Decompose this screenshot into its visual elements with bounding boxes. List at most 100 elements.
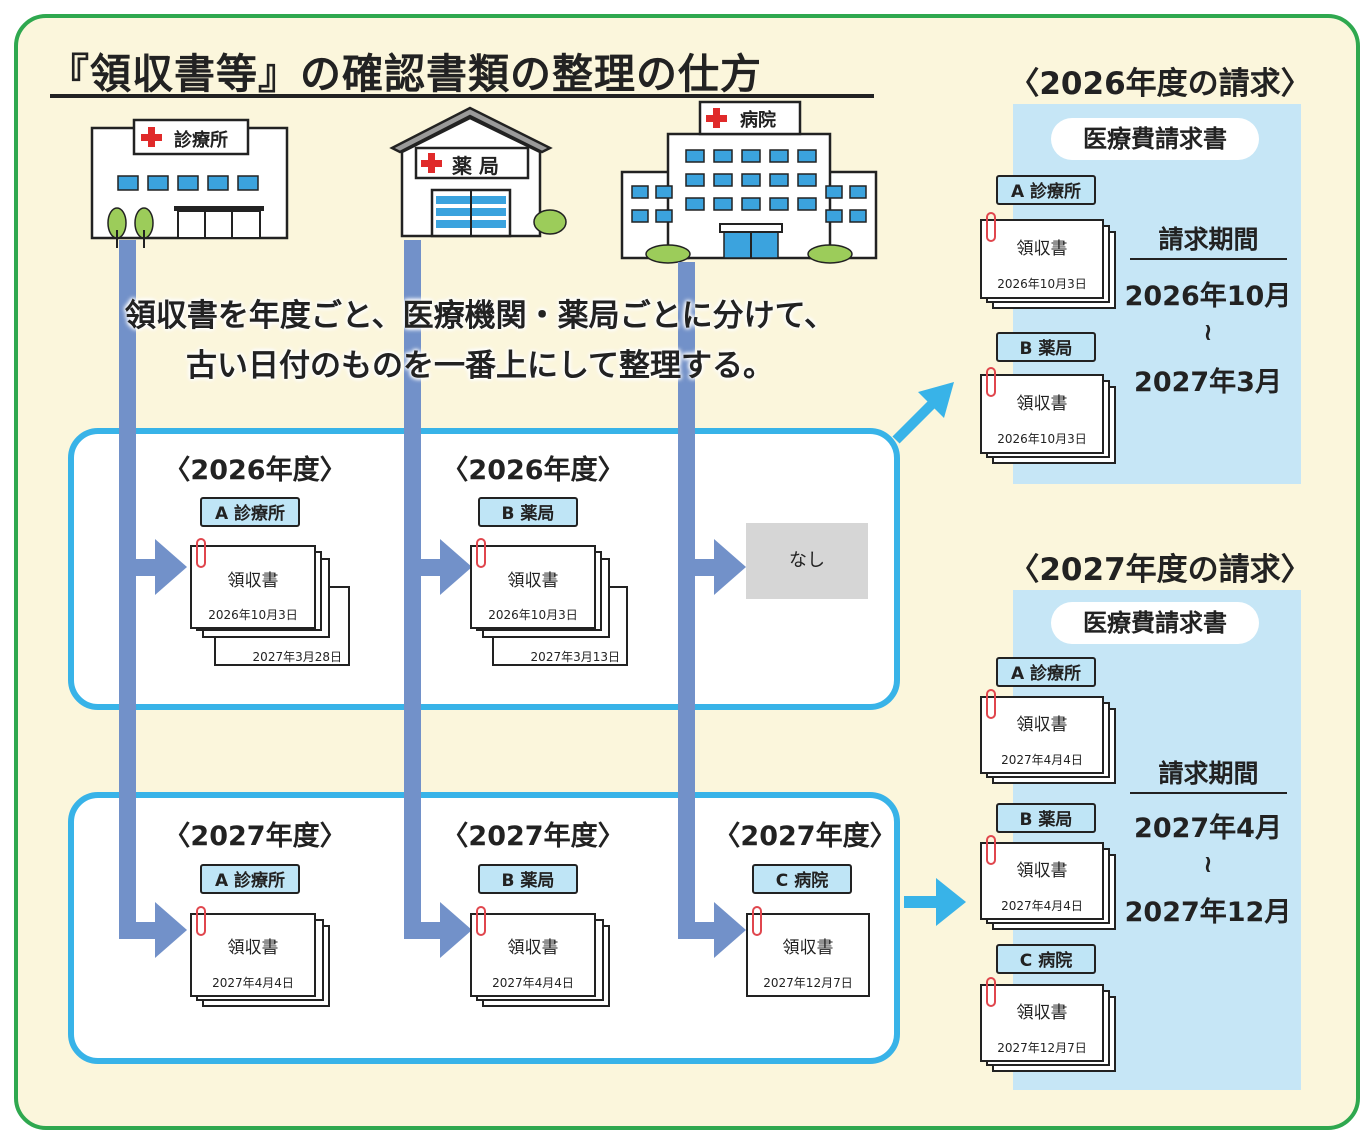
receipt-date: 2027年12月7日	[763, 976, 853, 990]
receipt-date: 2026年10月3日	[208, 608, 298, 622]
paperclip-icon	[986, 367, 996, 397]
claim-2026-period-to: 2027年3月	[1134, 367, 1282, 398]
claim-2026-tag-b: B 薬局	[996, 332, 1096, 362]
claim-2027-receipt-b-front: 領収書 2027年4月4日	[980, 842, 1104, 920]
pharmacy-sign-label: 薬 局	[452, 154, 499, 178]
hospital-2026-branch	[678, 559, 718, 576]
claim-2027-tag-a: A 診療所	[996, 657, 1096, 687]
claim-2026-receipt-a-front: 領収書 2026年10月3日	[980, 219, 1104, 299]
hospital-2027-branch	[678, 922, 718, 939]
fy2027-clinic-year: 〈2027年度〉	[163, 821, 347, 852]
pharmacy-2027-arrowhead	[440, 902, 472, 958]
clinic-lane-arrow	[119, 240, 136, 938]
clinic-2026-branch	[119, 559, 159, 576]
to-claim-2027-arrow	[904, 878, 966, 926]
claim-2027-period-from: 2027年4月	[1134, 813, 1282, 844]
pharmacy-2027-branch	[404, 922, 444, 939]
pharmacy-2026-branch	[404, 559, 444, 576]
claim-2027-period-label: 請求期間	[1158, 759, 1259, 788]
to-claim-2026-arrow	[892, 382, 954, 444]
claim-2026-period-tilde: ≀	[1203, 318, 1213, 346]
receipt-date: 2026年10月3日	[997, 277, 1087, 291]
instruction-line-1: 領収書を年度ごと、医療機関・薬局ごとに分けて、	[124, 298, 836, 334]
claim-2026-receipt-b-front: 領収書 2026年10月3日	[980, 374, 1104, 454]
receipt-date: 2026年10月3日	[488, 608, 578, 622]
fy2026-clinic-year: 〈2026年度〉	[163, 455, 347, 486]
pharmacy-building-icon	[389, 106, 567, 238]
receipt-date: 2027年3月13日	[530, 650, 620, 664]
claim-2027-period-to: 2027年12月	[1124, 897, 1292, 928]
claim-2026-form: 医療費請求書	[1051, 118, 1259, 160]
receipt-date: 2027年4月4日	[212, 976, 294, 990]
fy2026-pharmacy-year: 〈2026年度〉	[441, 455, 625, 486]
claim-2027-tag-c: C 病院	[996, 944, 1096, 974]
fy2026-hospital-none: なし	[746, 523, 868, 599]
paperclip-icon	[986, 689, 996, 719]
title-underline	[50, 94, 874, 98]
claim-2027-receipt-c-front: 領収書 2027年12月7日	[980, 984, 1104, 1062]
claim-2027-tag-b: B 薬局	[996, 803, 1096, 833]
paperclip-icon	[986, 977, 996, 1007]
paperclip-icon	[196, 906, 206, 936]
fy2027-hospital-year: 〈2027年度〉	[713, 821, 897, 852]
paperclip-icon	[476, 538, 486, 568]
pharmacy-2026-arrowhead	[440, 539, 472, 595]
receipt-date: 2027年4月4日	[1001, 899, 1083, 913]
instruction-line-2: 古い日付のものを一番上にして整理する。	[185, 348, 775, 384]
claim-2027-form: 医療費請求書	[1051, 602, 1259, 644]
receipt-label: 領収書	[227, 938, 279, 958]
receipt-label: 領収書	[1016, 861, 1068, 881]
clinic-2027-arrowhead	[155, 902, 187, 958]
claim-2026-period-from: 2026年10月	[1124, 281, 1292, 312]
claim-2027-period-tilde: ≀	[1203, 850, 1213, 878]
receipt-label: 領収書	[1016, 394, 1068, 414]
fy2027-pharmacy-year: 〈2027年度〉	[441, 821, 625, 852]
hospital-building-icon	[620, 100, 878, 264]
receipt-date: 2027年12月7日	[997, 1041, 1087, 1055]
receipt-label: 領収書	[1016, 1003, 1068, 1023]
receipt-label: 領収書	[1016, 715, 1068, 735]
hospital-2027-arrowhead	[714, 902, 746, 958]
fy2027-pharmacy-receipt-front: 領収書 2027年4月4日	[470, 913, 596, 997]
hospital-2026-arrowhead	[714, 539, 746, 595]
paperclip-icon	[476, 906, 486, 936]
page-title: 『領収書等』の確認書類の整理の仕方	[48, 50, 762, 98]
claim-2026-period-rule	[1130, 258, 1287, 260]
fy2027-pharmacy-tag: B 薬局	[478, 864, 578, 894]
hospital-sign-label: 病院	[740, 110, 776, 131]
paperclip-icon	[986, 212, 996, 242]
claim-2026-period-label: 請求期間	[1158, 225, 1259, 254]
paperclip-icon	[986, 835, 996, 865]
clinic-2027-branch	[119, 922, 159, 939]
fy2026-pharmacy-receipt-front: 領収書 2026年10月3日	[470, 545, 596, 629]
receipt-date: 2027年3月28日	[252, 650, 342, 664]
fy2027-clinic-tag: A 診療所	[200, 864, 300, 894]
pharmacy-lane-arrow	[404, 240, 421, 938]
clinic-sign-label: 診療所	[174, 130, 228, 151]
receipt-date: 2026年10月3日	[997, 432, 1087, 446]
fy2027-clinic-receipt-front: 領収書 2027年4月4日	[190, 913, 316, 997]
receipt-label: 領収書	[1016, 239, 1068, 259]
receipt-label: 領収書	[507, 938, 559, 958]
receipt-label: 領収書	[507, 571, 559, 591]
claim-2027-receipt-a-front: 領収書 2027年4月4日	[980, 696, 1104, 774]
claim-2027-title: 〈2027年度の請求〉	[1008, 552, 1312, 588]
clinic-2026-arrowhead	[155, 539, 187, 595]
fy2027-hospital-receipt: 領収書 2027年12月7日	[746, 913, 870, 997]
clinic-building-icon	[90, 118, 289, 248]
receipt-date: 2027年4月4日	[492, 976, 574, 990]
fy2026-clinic-tag: A 診療所	[200, 497, 300, 527]
hospital-lane-arrow	[678, 262, 695, 938]
claim-2027-period-rule	[1130, 792, 1287, 794]
paperclip-icon	[196, 538, 206, 568]
claim-2026-tag-a: A 診療所	[996, 175, 1096, 205]
fy2026-clinic-receipt-front: 領収書 2026年10月3日	[190, 545, 316, 629]
receipt-label: 領収書	[227, 571, 279, 591]
receipt-date: 2027年4月4日	[1001, 753, 1083, 767]
claim-2026-title: 〈2026年度の請求〉	[1008, 66, 1312, 102]
fy2026-pharmacy-tag: B 薬局	[478, 497, 578, 527]
fy2027-hospital-tag: C 病院	[752, 864, 852, 894]
receipt-label: 領収書	[782, 938, 834, 958]
paperclip-icon	[752, 906, 762, 936]
